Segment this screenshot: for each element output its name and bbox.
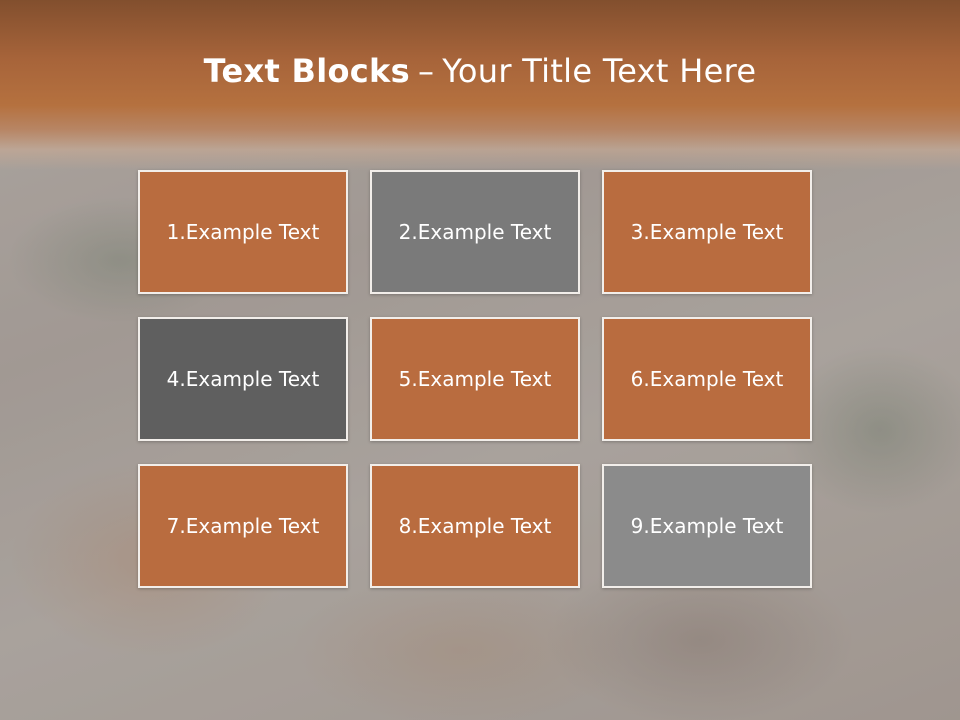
text-block-1[interactable]: 1.Example Text bbox=[138, 170, 348, 294]
text-block-label: 1.Example Text bbox=[166, 220, 320, 244]
slide-title-bold: Text Blocks bbox=[203, 52, 410, 90]
text-block-label: 4.Example Text bbox=[166, 367, 320, 391]
text-block-label: 7.Example Text bbox=[166, 514, 320, 538]
text-block-label: 6.Example Text bbox=[630, 367, 784, 391]
slide-title-dash: – bbox=[417, 52, 435, 90]
text-block-label: 2.Example Text bbox=[398, 220, 552, 244]
text-block-3[interactable]: 3.Example Text bbox=[602, 170, 812, 294]
title-banner bbox=[0, 0, 960, 170]
text-block-9[interactable]: 9.Example Text bbox=[602, 464, 812, 588]
slide-title: Text Blocks–Your Title Text Here bbox=[0, 52, 960, 90]
text-block-label: 5.Example Text bbox=[398, 367, 552, 391]
text-block-8[interactable]: 8.Example Text bbox=[370, 464, 580, 588]
text-block-5[interactable]: 5.Example Text bbox=[370, 317, 580, 441]
text-block-2[interactable]: 2.Example Text bbox=[370, 170, 580, 294]
text-block-label: 9.Example Text bbox=[630, 514, 784, 538]
text-block-label: 8.Example Text bbox=[398, 514, 552, 538]
text-block-grid: 1.Example Text 2.Example Text 3.Example … bbox=[138, 170, 815, 594]
text-block-label: 3.Example Text bbox=[630, 220, 784, 244]
text-block-6[interactable]: 6.Example Text bbox=[602, 317, 812, 441]
text-block-4[interactable]: 4.Example Text bbox=[138, 317, 348, 441]
text-block-7[interactable]: 7.Example Text bbox=[138, 464, 348, 588]
slide-title-rest: Your Title Text Here bbox=[442, 52, 757, 90]
